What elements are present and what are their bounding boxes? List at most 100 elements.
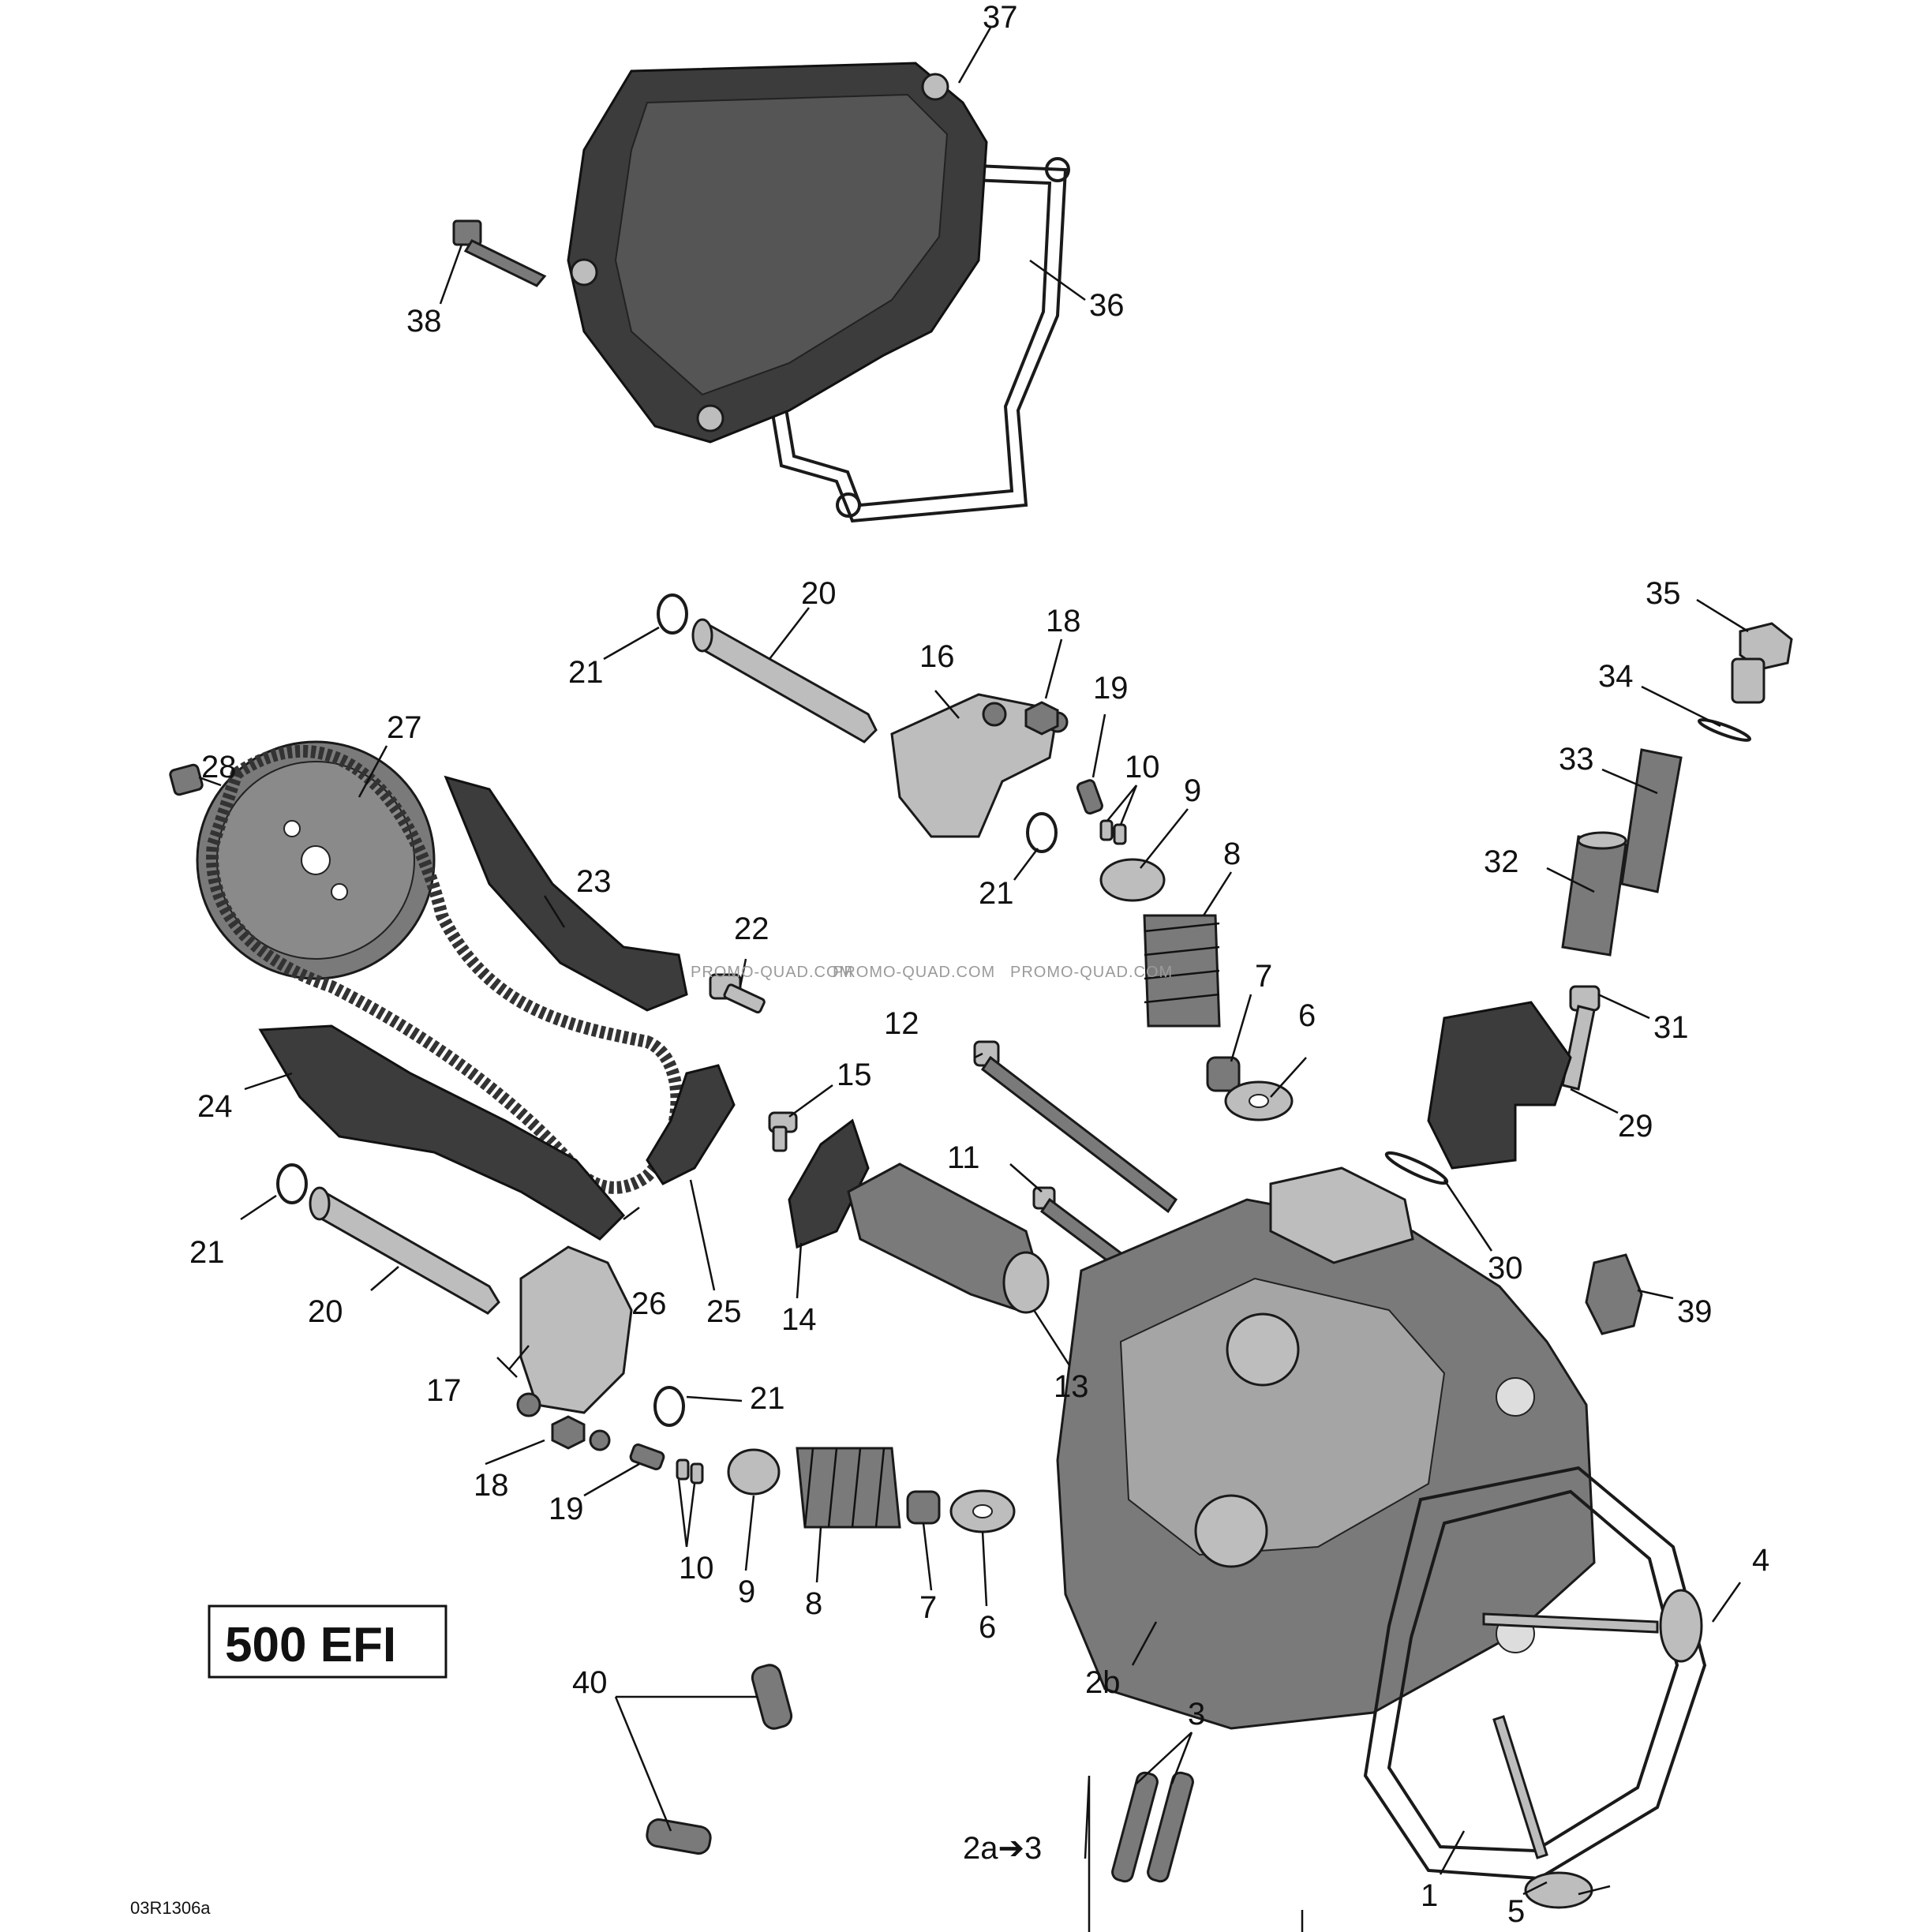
callout-29: 29 — [1618, 1109, 1653, 1144]
rocker-arm-lower[interactable] — [516, 1245, 633, 1451]
camshaft-sprocket[interactable] — [196, 740, 436, 980]
chain-tensioner-body[interactable] — [1427, 1001, 1572, 1170]
cover-bolt[interactable] — [452, 219, 547, 287]
exhaust-valve[interactable] — [1492, 1715, 1593, 1909]
callout-9-upper: 9 — [1184, 773, 1201, 808]
adjust-screw-lower[interactable] — [629, 1443, 665, 1470]
valve-spring-upper[interactable] — [1143, 914, 1221, 1028]
spring-retainer-lower[interactable] — [727, 1448, 781, 1496]
watermark-1: PROMO-QUAD.COM — [691, 964, 853, 981]
callout-34: 34 — [1598, 659, 1634, 694]
sprocket-bolt[interactable] — [169, 763, 204, 796]
tensioner-gasket[interactable] — [1384, 1148, 1450, 1188]
callout-19-lower: 19 — [549, 1492, 584, 1526]
camshaft[interactable] — [847, 1163, 1050, 1314]
spring-seat-upper[interactable] — [1224, 1080, 1294, 1121]
callout-9-lower: 9 — [738, 1574, 755, 1609]
valve-spring-lower[interactable] — [796, 1447, 901, 1529]
callout-18-lower: 18 — [474, 1468, 509, 1503]
callout-28: 28 — [201, 750, 237, 784]
callout-15: 15 — [837, 1058, 872, 1092]
adjust-screw-upper[interactable] — [1076, 779, 1103, 815]
callout-10-upper: 10 — [1125, 750, 1160, 784]
cylinder-head-gasket[interactable] — [1363, 1466, 1707, 1881]
callout-10-lower: 10 — [679, 1551, 714, 1586]
callout-37: 37 — [983, 0, 1018, 35]
tensioner-cap-bolt[interactable] — [1731, 622, 1793, 704]
guide-pivot-bolt[interactable] — [709, 973, 766, 1014]
valve-cover-gasket[interactable] — [763, 155, 1070, 523]
callout-36: 36 — [1089, 288, 1125, 323]
callout-4: 4 — [1752, 1543, 1769, 1578]
tensioner-mount-bolt[interactable] — [1561, 985, 1601, 1091]
callout-5: 5 — [1507, 1894, 1525, 1929]
tensioner-plunger[interactable] — [1561, 831, 1627, 957]
callout-30: 30 — [1488, 1251, 1523, 1286]
callout-18-upper: 18 — [1046, 604, 1081, 638]
rocker-shaft-lower[interactable] — [309, 1186, 500, 1315]
callout-6-lower: 6 — [979, 1610, 996, 1645]
callout-31: 31 — [1653, 1010, 1689, 1045]
callout-21-upper-right: 21 — [979, 876, 1014, 911]
callout-26: 26 — [631, 1286, 667, 1321]
callout-13: 13 — [1054, 1369, 1089, 1404]
dowel-pins[interactable] — [1110, 1771, 1194, 1883]
spring-retainer-upper[interactable] — [1099, 858, 1166, 902]
leader-lines — [198, 27, 1749, 1932]
valve-guide-lower[interactable] — [646, 1818, 713, 1855]
model-label: 500 EFI — [208, 1604, 447, 1679]
callout-33: 33 — [1559, 742, 1594, 777]
nut-lower[interactable] — [551, 1415, 586, 1450]
spring-seat-lower[interactable] — [949, 1489, 1016, 1533]
callout-7-lower: 7 — [919, 1590, 937, 1625]
tensioner-spring[interactable] — [1620, 748, 1683, 893]
camshaft-lock-plate[interactable] — [788, 1118, 870, 1249]
o-ring-upper-right[interactable] — [1026, 812, 1058, 853]
callout-1: 1 — [1421, 1878, 1438, 1913]
callout-8-upper: 8 — [1223, 837, 1241, 871]
callout-20-upper: 20 — [801, 576, 837, 611]
callout-39: 39 — [1677, 1294, 1713, 1329]
cylinder-head[interactable] — [1056, 1166, 1596, 1730]
callout-16: 16 — [919, 639, 955, 674]
valve-seal-lower[interactable] — [906, 1490, 941, 1525]
callout-27: 27 — [387, 710, 422, 745]
reference-code: 03R1306a — [130, 1898, 211, 1918]
valve-seal-upper[interactable] — [1206, 1056, 1241, 1092]
callout-23: 23 — [576, 864, 612, 899]
callout-labels: 37 36 38 20 21 16 18 19 10 9 21 8 7 6 35… — [189, 0, 1769, 1929]
watermark-3: PROMO-QUAD.COM — [1010, 964, 1173, 981]
tensioner-washer[interactable] — [1697, 717, 1752, 744]
valve-keepers-upper[interactable] — [1099, 819, 1127, 845]
valve-cover[interactable] — [567, 62, 988, 444]
callout-21-lower-right: 21 — [750, 1381, 785, 1416]
chain-guide-clip[interactable] — [646, 1064, 736, 1185]
o-ring-lower-right[interactable] — [653, 1386, 685, 1427]
chain-tensioner-guide[interactable] — [258, 1024, 626, 1241]
callout-12: 12 — [884, 1006, 919, 1041]
callout-20-lower: 20 — [308, 1294, 343, 1329]
valve-keepers-lower[interactable] — [676, 1458, 704, 1485]
model-label-text: 500 EFI — [225, 1618, 396, 1672]
chain-guide-upper[interactable] — [444, 775, 688, 1012]
nut-upper[interactable] — [1024, 701, 1059, 736]
temperature-sensor[interactable] — [1585, 1253, 1643, 1335]
callout-17: 17 — [426, 1373, 462, 1408]
callout-3: 3 — [1188, 1697, 1205, 1732]
callout-25: 25 — [706, 1294, 742, 1329]
o-ring-lower-left[interactable] — [276, 1163, 308, 1204]
callout-14: 14 — [781, 1302, 817, 1337]
head-bolt-long[interactable] — [973, 1040, 1178, 1214]
callout-6-upper: 6 — [1298, 998, 1316, 1033]
rocker-shaft-upper[interactable] — [691, 618, 878, 743]
lock-plate-screw[interactable] — [768, 1111, 798, 1152]
o-ring-upper-left[interactable] — [657, 593, 688, 635]
callout-35: 35 — [1646, 576, 1681, 611]
callout-8-lower: 8 — [805, 1586, 822, 1621]
rocker-arm-upper[interactable] — [890, 693, 1069, 838]
watermarks: PROMO-QUAD.COM PROMO-QUAD.COM PROMO-QUAD… — [691, 964, 1173, 981]
intake-valve[interactable] — [1482, 1589, 1703, 1663]
valve-guide-upper[interactable] — [750, 1663, 793, 1732]
callout-40: 40 — [572, 1665, 608, 1700]
